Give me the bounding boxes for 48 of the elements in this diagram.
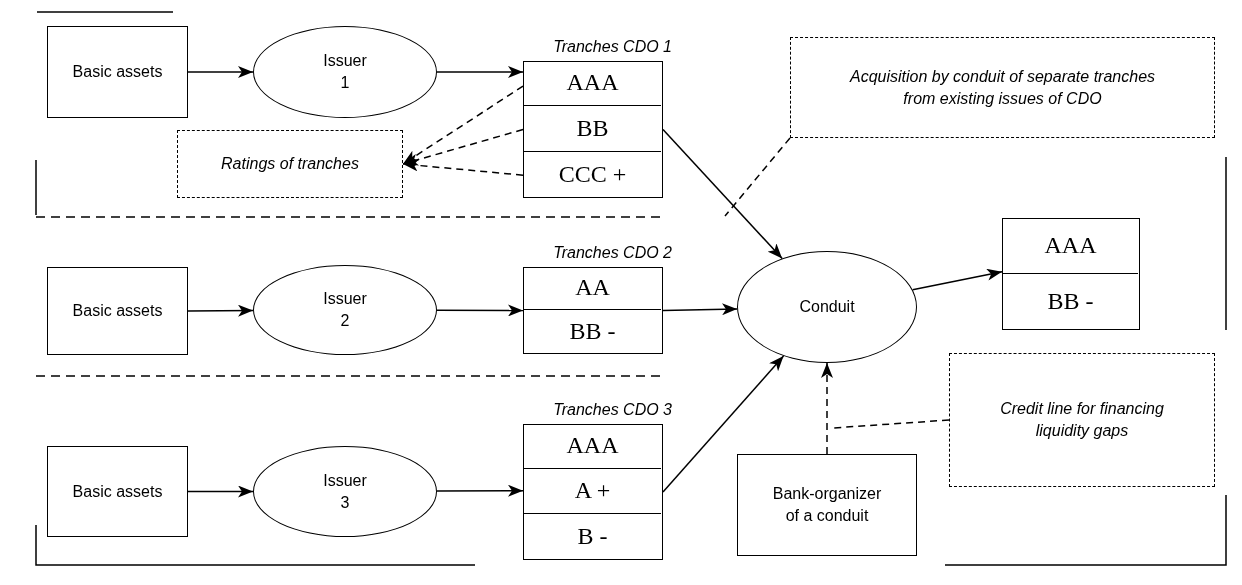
stack-heading: Tranches CDO 3	[552, 401, 672, 419]
rating-text: A +	[574, 477, 611, 505]
leader-line	[832, 419, 950, 429]
stack-heading: Tranches CDO 2	[552, 244, 672, 262]
arrow	[402, 159, 524, 176]
rating-text: B -	[577, 523, 608, 551]
node-label: Issuer 2	[322, 289, 368, 331]
note-text: Acquisition by conduit of separate tranches from existing issues of CDO	[848, 66, 1157, 109]
note-box	[949, 353, 1215, 487]
arrow	[436, 65, 524, 78]
leader-line	[724, 137, 791, 217]
node-label: Basic assets	[72, 481, 163, 502]
rating-text: AA	[575, 274, 610, 302]
arrow	[187, 304, 254, 317]
process-box	[737, 454, 917, 556]
note-box	[177, 130, 403, 198]
node-label: Basic assets	[72, 62, 163, 83]
node-label: Issuer 1	[322, 51, 368, 93]
arrow	[436, 304, 524, 317]
arrow	[662, 128, 783, 260]
arrow	[187, 485, 254, 498]
tranche-stack	[1002, 218, 1140, 330]
arrow	[821, 362, 833, 455]
arrow	[662, 355, 785, 493]
node-label: Bank-organizer of a conduit	[771, 484, 883, 526]
rating-text: BB -	[569, 318, 616, 346]
note-box	[790, 37, 1215, 138]
rating-text: AAA	[566, 69, 619, 97]
rating-text: AAA	[1044, 231, 1097, 259]
arrow	[402, 85, 524, 165]
arrow	[187, 66, 254, 78]
note-text: Credit line for financing liquidity gaps	[999, 399, 1165, 441]
rating-text: CCC +	[558, 161, 627, 189]
node-label: Basic assets	[72, 301, 163, 322]
process-box	[47, 26, 188, 118]
node-label: Issuer 3	[322, 470, 368, 513]
process-box	[47, 267, 188, 355]
arrow	[662, 303, 738, 316]
arrow	[436, 484, 524, 497]
node-label: Conduit	[798, 297, 856, 318]
arrow	[911, 268, 1003, 291]
process-box	[47, 446, 188, 537]
note-text: Ratings of tranches	[220, 154, 360, 175]
arrow	[402, 128, 524, 166]
stack-heading: Tranches CDO 1	[552, 38, 672, 56]
rating-text: BB	[576, 115, 609, 142]
rating-text: AAA	[566, 432, 619, 460]
rating-text: BB -	[1047, 288, 1094, 315]
